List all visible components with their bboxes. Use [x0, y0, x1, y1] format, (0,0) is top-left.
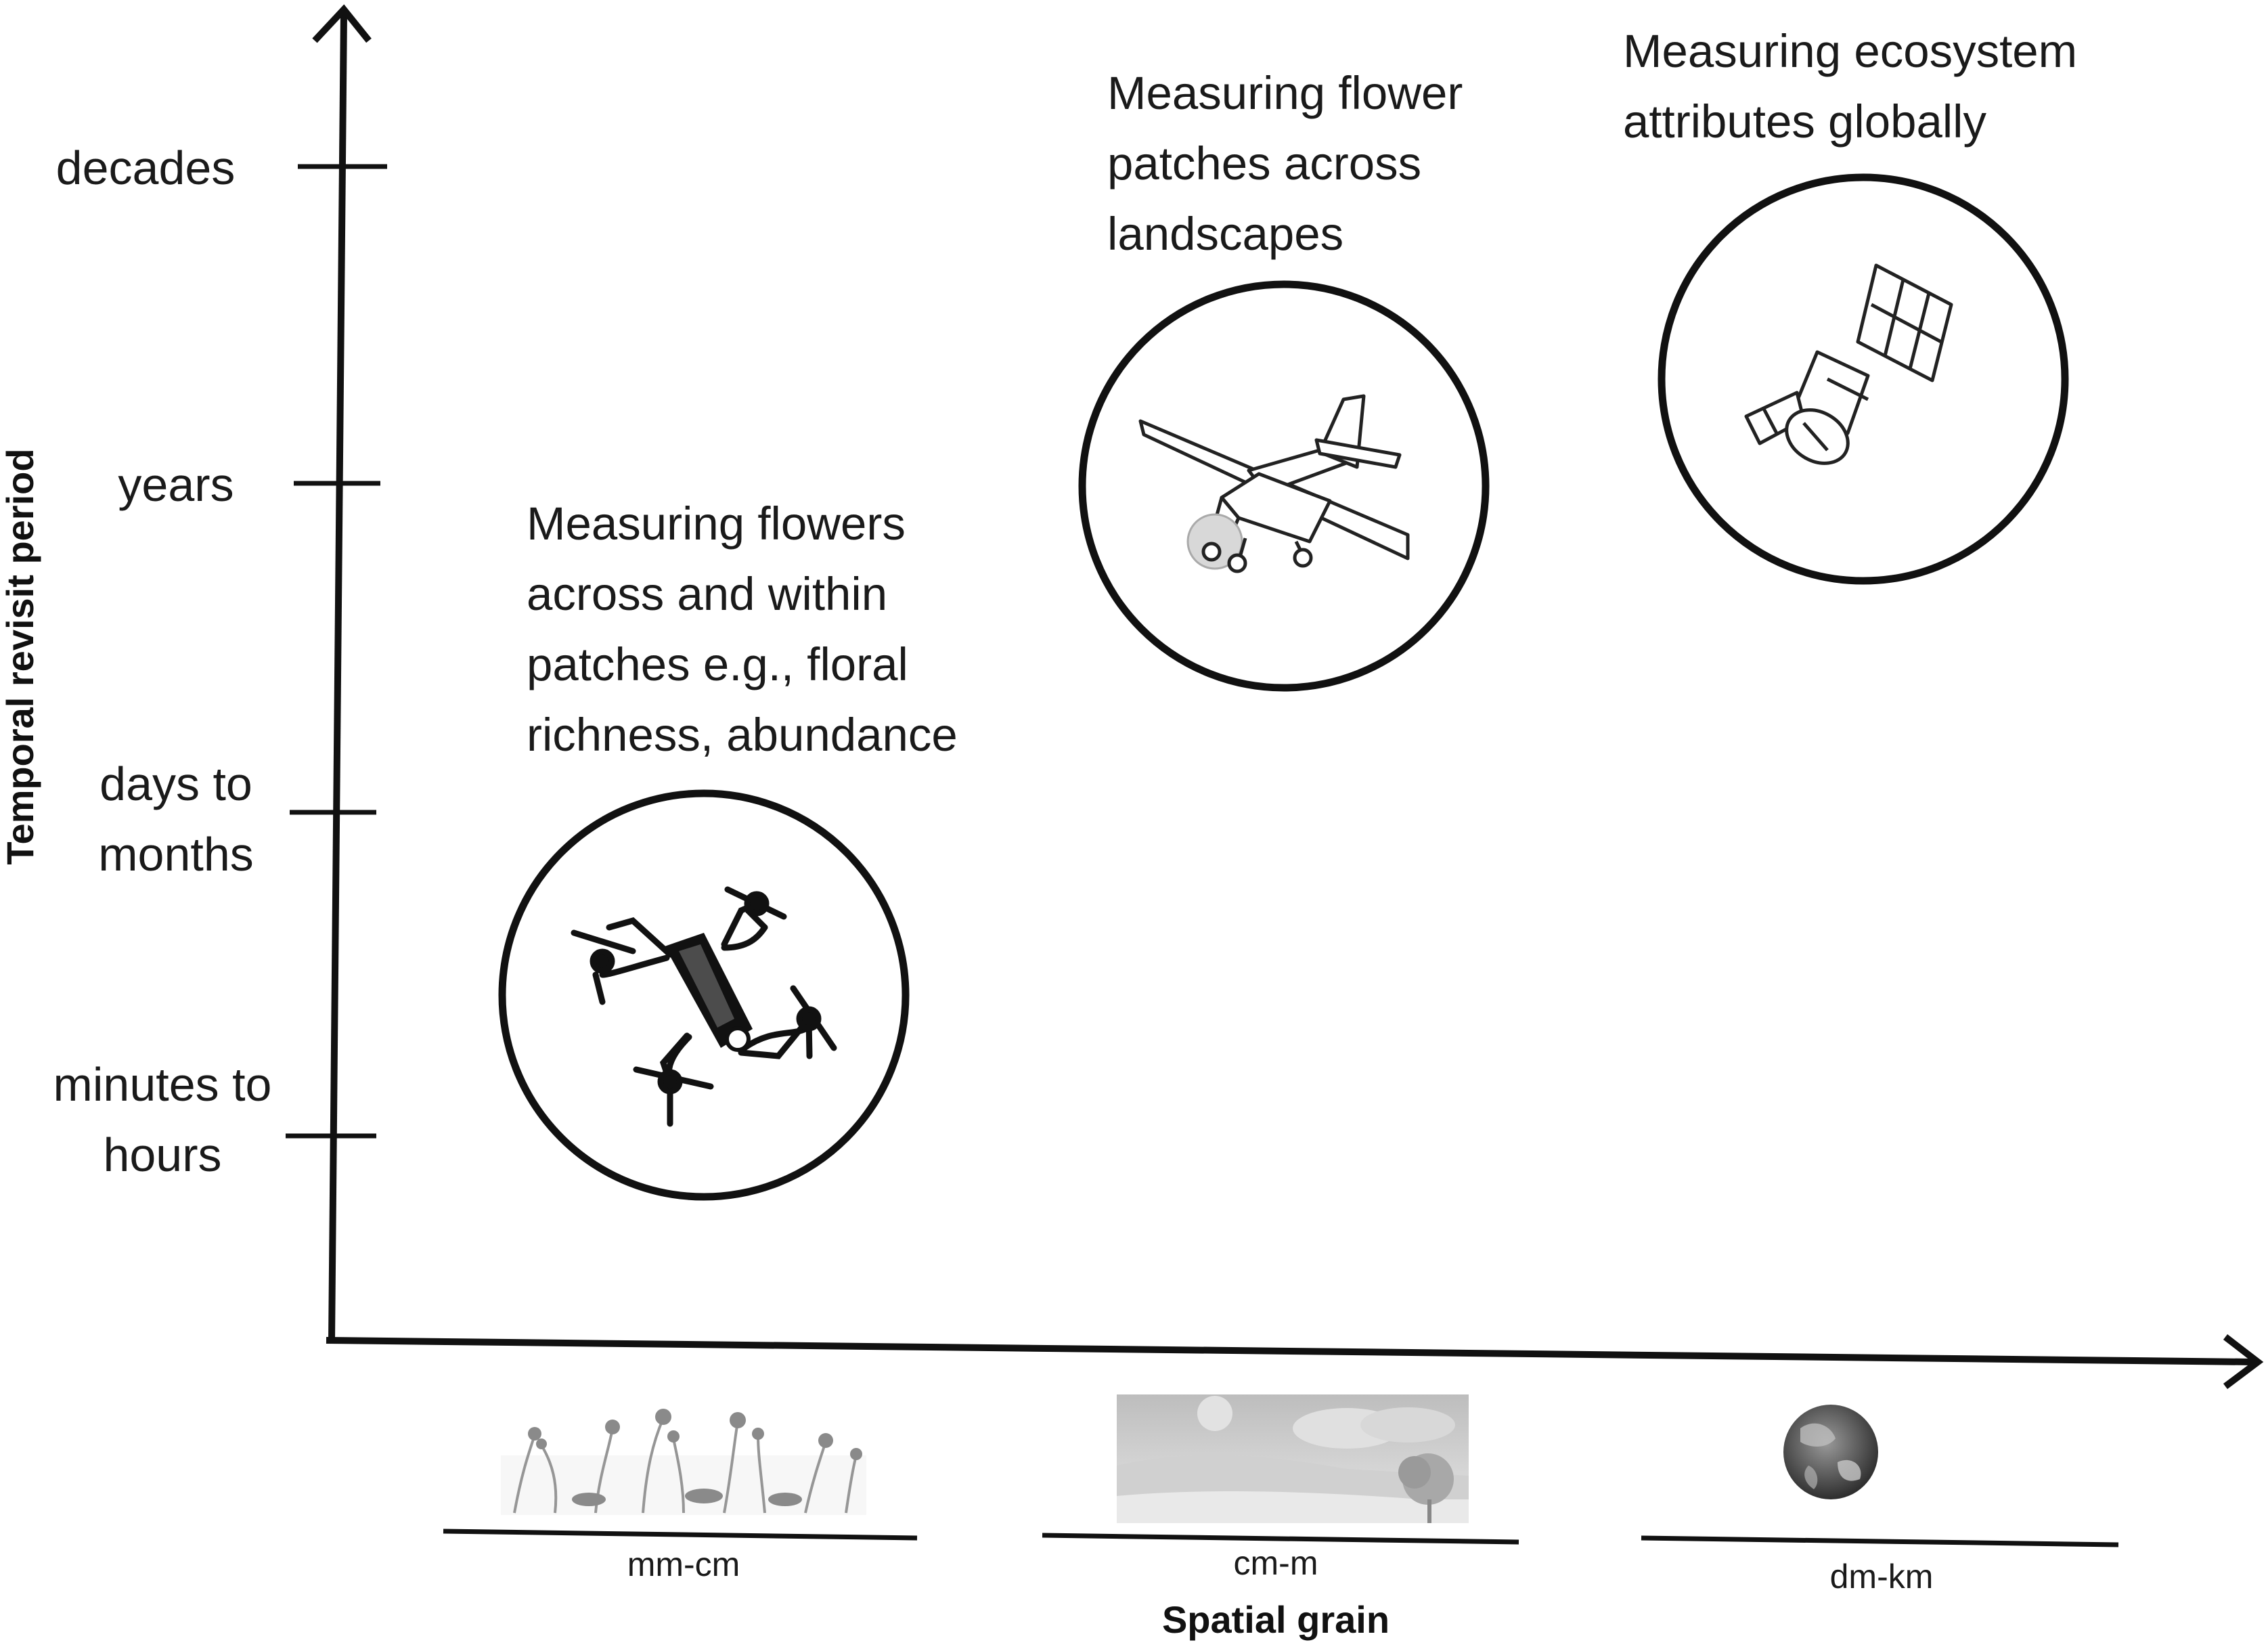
- globe-icon: [1783, 1405, 1878, 1499]
- y-tick-label-minutes-to-hours: minutes to hours: [53, 1058, 272, 1181]
- x-bar-dm-km: [1641, 1535, 2119, 1547]
- airplane-icon: [1138, 394, 1410, 573]
- plane-circle: [1078, 280, 1490, 692]
- y-tick-label-years: years: [118, 458, 234, 511]
- y-axis-arrowhead: [312, 4, 372, 43]
- landscape-icon: [1117, 1394, 1469, 1523]
- drone-description: Measuring flowers across and within patc…: [527, 498, 958, 761]
- y-tick-label-decades: decades: [55, 141, 236, 194]
- x-bar-cm-m: [1042, 1533, 1519, 1545]
- x-tick-label-dm-km: dm-km: [1829, 1558, 1934, 1596]
- y-tick-label-days-to-months: days to months: [98, 757, 254, 881]
- satellite-circle: [1658, 173, 2069, 585]
- wildflowers-icon: [501, 1409, 866, 1515]
- y-axis-line: [328, 13, 347, 1342]
- drone-circle: [498, 789, 910, 1201]
- plane-description: Measuring flower patches across landscap…: [1107, 67, 1463, 260]
- drone-icon: [571, 886, 837, 1127]
- x-bar-mm-cm: [443, 1529, 918, 1541]
- x-axis-arrowhead: [2223, 1334, 2264, 1389]
- satellite-description: Measuring ecosystem attributes globally: [1623, 25, 2078, 148]
- x-axis-title: Spatial grain: [1161, 1598, 1390, 1641]
- y-axis-title: Temporal revisit period: [0, 448, 41, 865]
- x-tick-label-cm-m: cm-m: [1233, 1544, 1318, 1582]
- x-axis-line: [326, 1337, 2254, 1365]
- x-tick-label-mm-cm: mm-cm: [627, 1545, 740, 1583]
- satellite-icon: [1744, 263, 1953, 465]
- drone-body: [665, 933, 753, 1052]
